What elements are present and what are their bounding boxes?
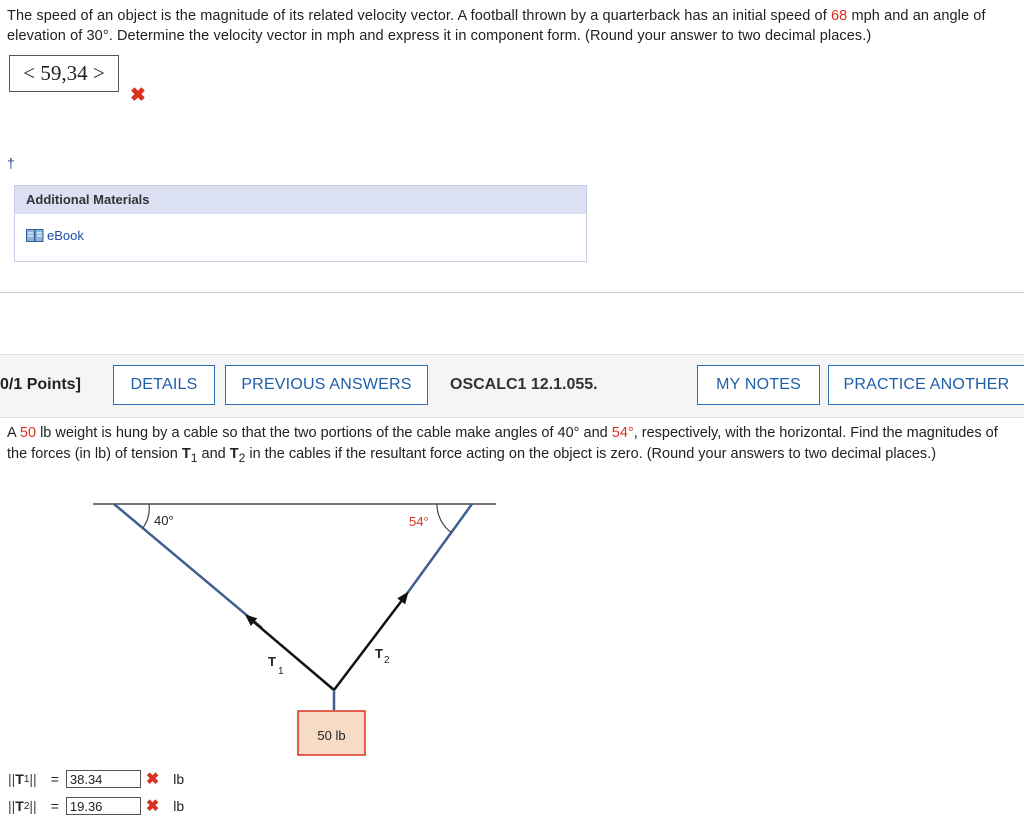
- question-text-part: and: [197, 446, 230, 462]
- norm-bar: ||: [29, 798, 37, 814]
- tension-subscript: 1: [190, 450, 198, 465]
- tension-symbol: T: [181, 446, 191, 462]
- question-text-part: lb weight is hung by a cable so that the…: [36, 425, 612, 441]
- tension-subscript: 2: [238, 450, 246, 465]
- angle-label-right: 54°: [409, 514, 429, 529]
- t2-answer-input[interactable]: 19.36: [65, 797, 141, 815]
- question-text-part: in the cables if the resultant force act…: [245, 446, 937, 462]
- ebook-link[interactable]: eBook: [26, 228, 84, 243]
- tension-symbol: T: [15, 771, 24, 787]
- tension-subscript: 2: [23, 800, 30, 812]
- t1-answer-input[interactable]: 38.34: [65, 770, 141, 788]
- answer-value: < 59,34 >: [23, 61, 105, 85]
- weight-label: 50 lb: [317, 728, 345, 743]
- t2-subscript: 2: [384, 655, 390, 666]
- problem-code: OSCALC1 12.1.055.: [450, 376, 598, 393]
- dagger-mark: †: [7, 155, 15, 171]
- speed-value: 68: [830, 8, 848, 24]
- book-icon: [26, 229, 44, 242]
- my-notes-button[interactable]: MY NOTES: [697, 365, 820, 405]
- cable-left: [113, 503, 263, 629]
- t1-vector-arrow: [244, 614, 335, 691]
- t2-vector-arrow: [333, 591, 409, 691]
- previous-answers-button[interactable]: PREVIOUS ANSWERS: [225, 365, 428, 405]
- details-button[interactable]: DETAILS: [113, 365, 215, 405]
- question-text-part: The speed of an object is the magnitude …: [7, 8, 831, 24]
- norm-bar: ||: [29, 771, 37, 787]
- tension-symbol: T: [15, 798, 24, 814]
- question-1-text: The speed of an object is the magnitude …: [7, 6, 1017, 46]
- ebook-label: eBook: [47, 228, 84, 243]
- section-divider: [0, 292, 1024, 293]
- vector-answer-box[interactable]: < 59,34 >: [9, 55, 119, 92]
- points-label: 0/1 Points]: [0, 376, 81, 393]
- weight-box: [297, 710, 366, 756]
- equals-sign: =: [50, 771, 59, 787]
- angle-arc-left: [142, 503, 150, 529]
- tension-subscript: 1: [23, 773, 30, 785]
- angle-arc-right: [436, 503, 453, 534]
- incorrect-icon: ✖: [145, 771, 160, 788]
- additional-materials-title: Additional Materials: [15, 186, 586, 214]
- unit-label: lb: [173, 798, 185, 814]
- t2-label: T: [375, 646, 383, 661]
- angle-label-left: 40°: [154, 513, 174, 528]
- unit-label: lb: [173, 771, 185, 787]
- t1-subscript: 1: [278, 666, 284, 677]
- tension-diagram: 40° 54° T 1 T 2 50 lb: [93, 503, 496, 756]
- question-text-part: , respectively, with the horizontal. Fin…: [7, 425, 998, 462]
- norm-bar: ||: [8, 771, 16, 787]
- incorrect-icon: ✖: [145, 798, 160, 815]
- question-text-part: A: [7, 425, 20, 441]
- incorrect-icon: ✖: [130, 85, 146, 106]
- weight-value: 50: [19, 425, 37, 441]
- angle-value: 54°: [611, 425, 634, 441]
- equals-sign: =: [50, 798, 59, 814]
- additional-materials-panel: Additional Materials eBook: [14, 185, 587, 262]
- question-2-text: A 50 lb weight is hung by a cable so tha…: [7, 423, 1019, 469]
- practice-another-button[interactable]: PRACTICE ANOTHER: [828, 365, 1024, 405]
- tension-symbol: T: [229, 446, 239, 462]
- t1-label: T: [268, 654, 276, 669]
- question-text-part: mph and an angle of elevation of 30°. De…: [7, 8, 986, 44]
- norm-bar: ||: [8, 798, 16, 814]
- cable-right: [404, 503, 474, 596]
